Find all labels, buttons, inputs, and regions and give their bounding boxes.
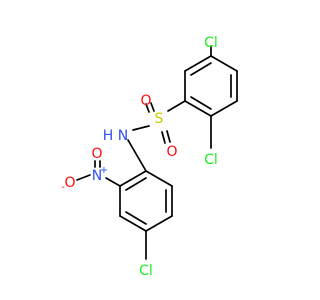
chlorine-atom-label: Cl [139, 263, 153, 279]
bond [105, 177, 121, 187]
bond [161, 131, 166, 144]
bond [127, 139, 147, 172]
bond [184, 100, 212, 117]
chlorine-atom-label: Cl [204, 152, 218, 168]
bond [190, 96, 212, 110]
bond [145, 103, 150, 113]
structure-diagram: Cl Cl S O O H N N + O - O Cl [61, 35, 238, 279]
bond [125, 211, 147, 225]
bond [210, 55, 238, 72]
bond [76, 174, 91, 181]
oxygen-atom-label: O [166, 144, 177, 160]
upper-ring [184, 55, 238, 117]
bond [119, 170, 147, 187]
nitro-nitrogen-label: N [92, 168, 102, 184]
oxygen-atom-label: O [140, 93, 151, 109]
chlorine-atom-label: Cl [204, 35, 218, 51]
nitro-oxygen-label: O [64, 175, 75, 191]
nitro-oxygen-label: O [91, 146, 102, 162]
bond [167, 100, 186, 112]
lower-ring [119, 170, 173, 232]
bond [166, 130, 171, 143]
bond [145, 170, 173, 187]
nitro-negative-charge: - [61, 182, 65, 193]
sulfur-atom-label: S [155, 111, 164, 127]
amine-hydrogen-label: H [103, 128, 114, 144]
bond [125, 177, 147, 191]
amine-nitrogen-label: N [118, 128, 128, 144]
nitro-positive-charge: + [100, 165, 108, 176]
bond [184, 55, 212, 72]
bond [190, 62, 212, 76]
bond [145, 215, 173, 232]
bond [150, 102, 155, 112]
bond [132, 125, 150, 131]
bond [119, 215, 147, 232]
bond [210, 100, 238, 117]
